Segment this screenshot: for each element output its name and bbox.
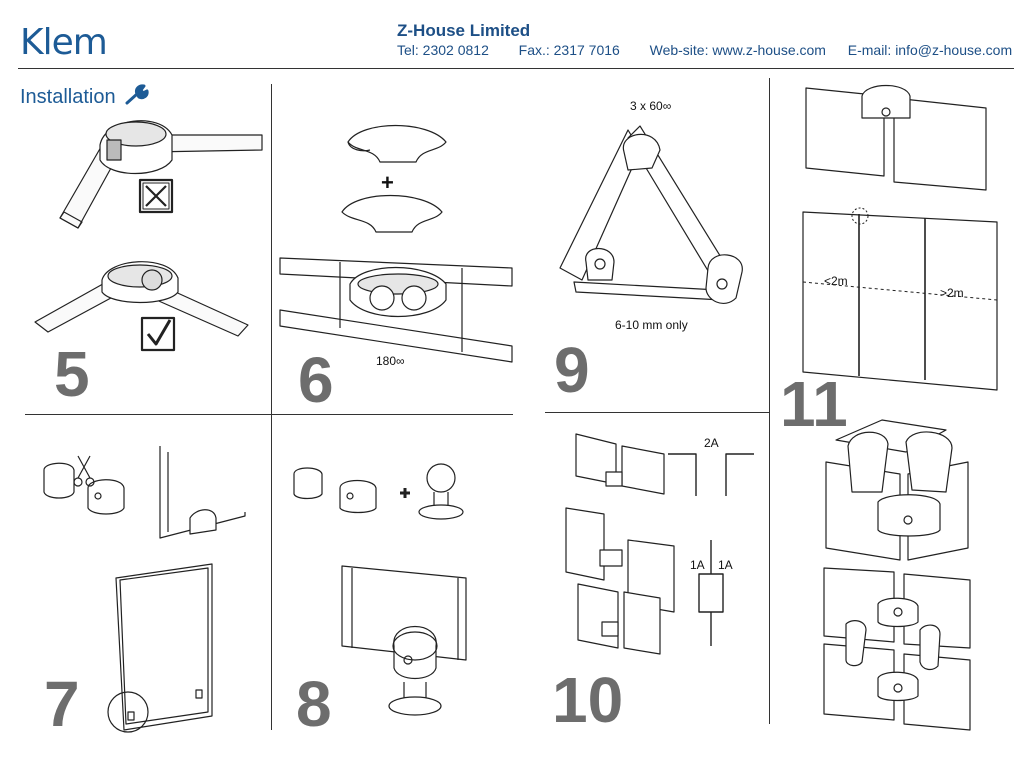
fax: Fax.: 2317 7016: [518, 42, 620, 58]
step6-illustration: [279, 125, 513, 363]
section-title: Installation: [20, 86, 116, 108]
step-number-7: 7: [44, 668, 80, 740]
wrench-icon: [125, 84, 149, 105]
email-link[interactable]: E-mail: info@z-house.com: [847, 42, 1013, 58]
note-1a-left: 1A: [690, 558, 705, 572]
tel: Tel: 2302 0812: [397, 42, 489, 58]
note-thickness: 6-10 mm only: [615, 318, 688, 332]
step5-right-illustration: [34, 261, 249, 352]
step-number-10: 10: [552, 664, 624, 736]
note-1a-right: 1A: [718, 558, 733, 572]
divider-v2: [769, 78, 770, 724]
divider-h2: [545, 412, 769, 413]
note-lt-2m: <2m: [824, 274, 848, 288]
note-3x60: 3 x 60∞: [630, 99, 672, 113]
brand-logo: Klem: [20, 22, 108, 63]
step-number-11: 11: [780, 368, 848, 440]
step9-illustration: [559, 125, 743, 304]
step5-wrong-illustration: [59, 120, 263, 229]
plus-sign-6: +: [381, 170, 394, 195]
step-number-8: 8: [296, 668, 332, 740]
note-gt-2m: >2m: [940, 286, 964, 300]
note-2a: 2A: [704, 436, 719, 450]
company-name: Z-House Limited: [397, 21, 531, 40]
step-number-6: 6: [298, 344, 334, 416]
note-180: 180∞: [376, 354, 405, 368]
step10-illustration: [565, 433, 754, 655]
website-link[interactable]: Web-site: www.z-house.com: [649, 42, 826, 58]
step11-illustration: [802, 85, 998, 731]
step-number-9: 9: [554, 334, 590, 406]
divider-v1: [271, 84, 272, 730]
step8-illustration: [293, 463, 467, 716]
step-number-5: 5: [54, 338, 90, 410]
header-rule: [18, 68, 1014, 69]
step7-illustration: [43, 446, 246, 733]
contact-line: Tel: 2302 0812 Fax.: 2317 7016 Web-site:…: [397, 42, 1012, 58]
divider-h1: [25, 414, 513, 415]
